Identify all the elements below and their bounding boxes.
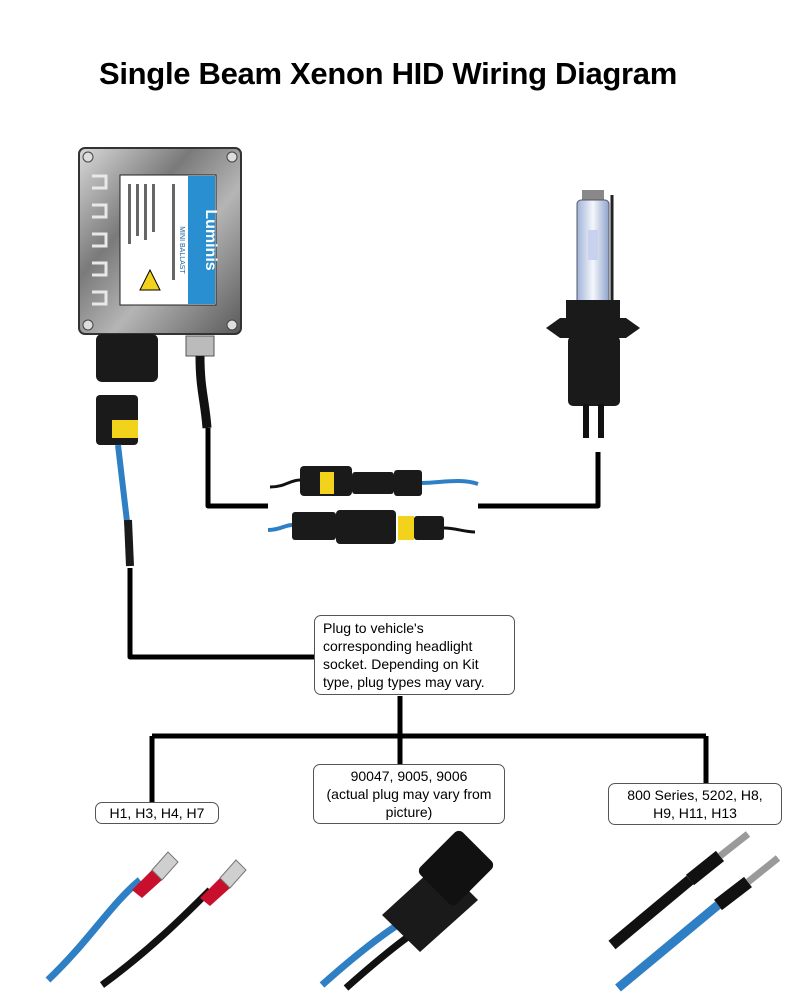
ballast-unit xyxy=(78,147,242,429)
ballast-to-socket-line xyxy=(127,568,314,660)
plug-type-label-800-series: 800 Series, 5202, H8, H9, H11, H13 xyxy=(608,783,782,825)
connection-lines xyxy=(127,428,709,803)
extension-cable-top xyxy=(269,466,479,496)
plug-type-line: 800 Series, 5202, H8, xyxy=(627,787,763,803)
plug-type-line: H1, H3, H4, H7 xyxy=(109,805,205,821)
plug-note-line: corresponding headlight xyxy=(323,638,473,654)
ballast-power-lead xyxy=(96,395,138,567)
plug-type-line: 90047, 9005, 9006 xyxy=(350,768,468,784)
plug-note-line: Plug to vehicle's xyxy=(323,620,424,636)
page-title: Single Beam Xenon HID Wiring Diagram xyxy=(98,56,678,91)
plug-note-line: type, plug types may vary. xyxy=(323,674,485,690)
ballast-brand-text: Luminis xyxy=(202,209,219,270)
9005-plug xyxy=(319,830,494,991)
plug-type-line: (actual plug may vary from xyxy=(326,786,492,802)
extension-to-bulb-line xyxy=(478,452,601,509)
ballast-model-text: MINI BALLAST xyxy=(178,226,185,274)
ballast-to-extension-line xyxy=(205,428,268,509)
pin-terminal-plug xyxy=(608,831,781,992)
plug-type-line: H9, H11, H13 xyxy=(653,805,737,821)
hid-bulb xyxy=(546,190,640,438)
extension-cable-bottom xyxy=(267,510,476,544)
plug-note-label: Plug to vehicle's corresponding headligh… xyxy=(314,615,515,695)
plug-type-label-h1: H1, H3, H4, H7 xyxy=(95,802,219,824)
spade-terminal-plug xyxy=(45,851,247,988)
plug-type-line: picture) xyxy=(385,804,433,820)
plug-type-label-9005: 90047, 9005, 9006 (actual plug may vary … xyxy=(313,764,505,824)
plug-note-line: socket. Depending on Kit xyxy=(323,656,479,672)
